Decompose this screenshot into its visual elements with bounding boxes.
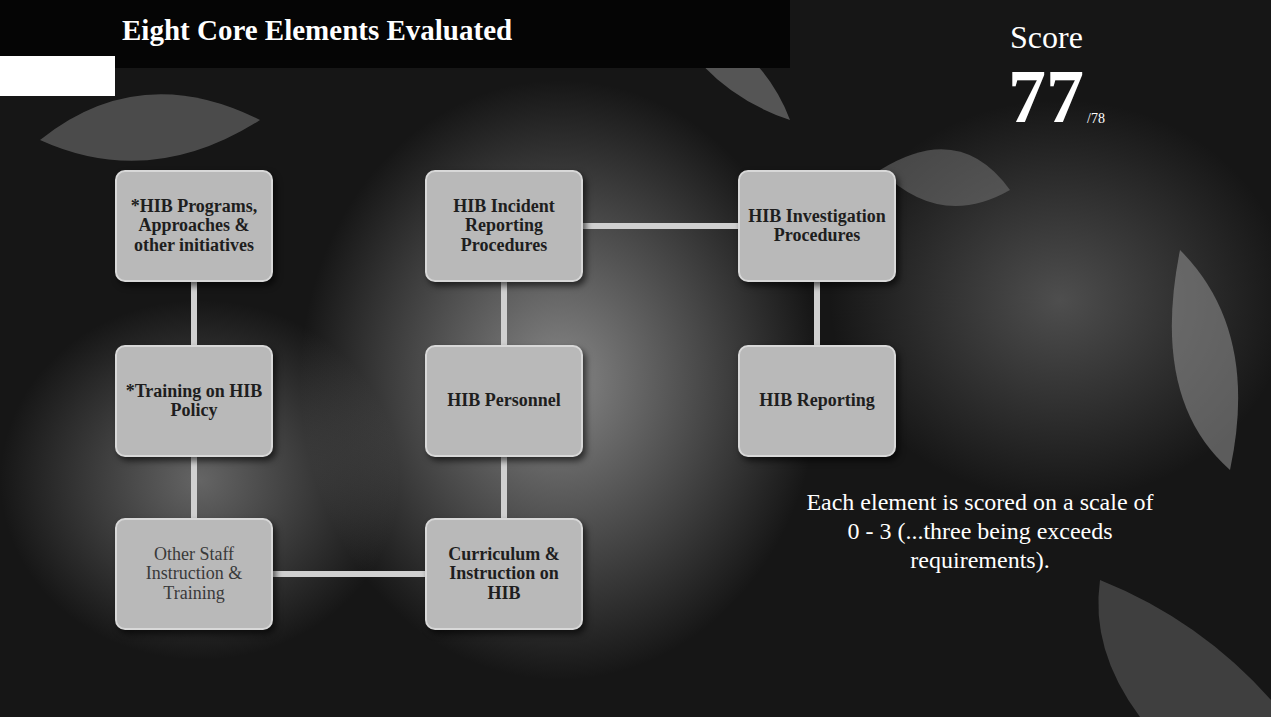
leaf-shape <box>1098 580 1271 717</box>
score-max: /78 <box>1087 111 1105 128</box>
element-label: *Training on HIB Policy <box>125 382 263 421</box>
flow-connector <box>191 457 197 518</box>
score-value: 77 <box>1008 58 1084 134</box>
flow-connector <box>191 282 197 345</box>
title-accent <box>0 56 115 96</box>
leaf-shape <box>1172 250 1238 470</box>
element-box: Other Staff Instruction & Training <box>115 518 273 630</box>
flow-connector <box>583 223 738 229</box>
element-box: HIB Personnel <box>425 345 583 457</box>
leaf-shape <box>880 149 1010 206</box>
flow-connector <box>273 571 425 577</box>
element-box: *HIB Programs, Approaches & other initia… <box>115 170 273 282</box>
flow-connector <box>501 282 507 345</box>
element-box: Curriculum & Instruction on HIB <box>425 518 583 630</box>
score-label: Score <box>1010 18 1083 56</box>
leaf-shape <box>40 94 260 161</box>
flow-connector <box>814 282 820 345</box>
element-label: HIB Incident Reporting Procedures <box>435 197 573 255</box>
element-label: HIB Personnel <box>447 391 561 410</box>
slide-title: Eight Core Elements Evaluated <box>122 14 512 47</box>
flow-connector <box>501 457 507 518</box>
light-patch <box>0 300 400 660</box>
element-label: Curriculum & Instruction on HIB <box>435 545 573 603</box>
element-box: *Training on HIB Policy <box>115 345 273 457</box>
scale-note: Each element is scored on a scale of 0 -… <box>800 488 1160 574</box>
element-label: HIB Investigation Procedures <box>748 207 886 246</box>
element-box: HIB Investigation Procedures <box>738 170 896 282</box>
element-box: HIB Incident Reporting Procedures <box>425 170 583 282</box>
element-label: HIB Reporting <box>759 391 875 410</box>
light-patch <box>830 100 1271 500</box>
element-box: HIB Reporting <box>738 345 896 457</box>
element-label: Other Staff Instruction & Training <box>125 545 263 603</box>
title-bar <box>0 0 790 68</box>
element-label: *HIB Programs, Approaches & other initia… <box>125 197 263 255</box>
